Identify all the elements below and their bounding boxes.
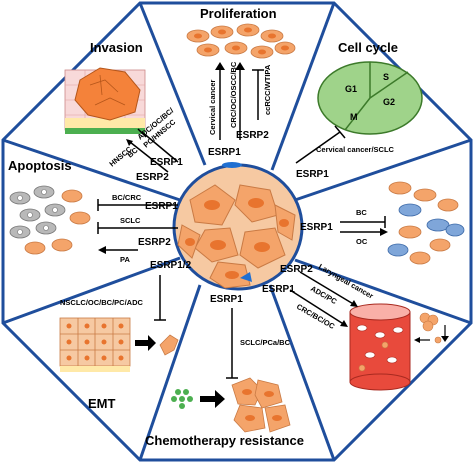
cell-cycle-title: Cell cycle xyxy=(338,40,398,55)
proliferation-label-cervical: Cervical cancer xyxy=(208,79,217,135)
metastasis-esrp1: ESRP1 xyxy=(262,284,295,295)
metastasis-esrp2: ESRP2 xyxy=(280,264,313,275)
phase-s: S xyxy=(383,72,389,82)
emt-arrow xyxy=(135,335,156,351)
proliferation-label-ccrcc: ccRCC/WTIPA xyxy=(263,64,272,115)
proliferation-esrp2: ESRP2 xyxy=(236,130,269,141)
chemo-title: Chemotherapy resistance xyxy=(145,433,304,448)
right-esrp1: ESRP1 xyxy=(300,222,333,233)
invasion-title: Invasion xyxy=(90,40,143,55)
invasion-esrp2: ESRP2 xyxy=(136,172,169,183)
proliferation-title: Proliferation xyxy=(200,6,277,21)
proliferation-arrows xyxy=(219,68,264,140)
apoptosis-esrp1: ESRP1 xyxy=(145,201,178,212)
tumor-cluster xyxy=(419,312,439,332)
mesenchymal-cell xyxy=(159,334,179,356)
proliferation-esrp1: ESRP1 xyxy=(208,147,241,158)
apoptosis-label-bc-crc: BC/CRC xyxy=(112,193,142,202)
chemo-arrow xyxy=(200,390,225,408)
blood-vessel xyxy=(349,303,411,391)
chemo-esrp1: ESRP1 xyxy=(210,294,243,305)
apoptosis-label-pa: PA xyxy=(120,255,130,264)
invasion-esrp1: ESRP1 xyxy=(150,157,183,168)
emt-epithelium xyxy=(59,317,131,372)
apoptosis-label-sclc: SCLC xyxy=(120,216,141,225)
invasion-tissue xyxy=(64,67,146,134)
apoptosis-cells xyxy=(9,185,91,255)
cell-cycle-esrp1: ESRP1 xyxy=(296,169,329,180)
apoptosis-title: Apoptosis xyxy=(8,158,72,173)
apoptosis-esrp2: ESRP2 xyxy=(138,237,171,248)
emt-label: NSCLC/OC/BC/PC/ADC xyxy=(60,298,144,307)
right-label-bc: BC xyxy=(356,208,367,217)
emt-title: EMT xyxy=(88,396,116,411)
chemo-label: SCLC/PCa/BC xyxy=(240,338,291,347)
emt-esrp: ESRP1/2 xyxy=(150,260,192,271)
cell-cycle-pie: G1 S G2 M xyxy=(317,61,423,135)
proliferation-label-crc: CRC/OC/OSCC/BC xyxy=(229,61,238,128)
phase-g1: G1 xyxy=(345,84,357,94)
central-cell-cluster xyxy=(172,162,304,291)
right-label-oc: OC xyxy=(356,237,368,246)
phase-g2: G2 xyxy=(383,97,395,107)
right-cells xyxy=(387,181,465,265)
phase-m: M xyxy=(350,112,358,122)
drug-particles xyxy=(171,389,193,409)
cell-cycle-label: Cervical cancer/SCLC xyxy=(316,145,395,154)
